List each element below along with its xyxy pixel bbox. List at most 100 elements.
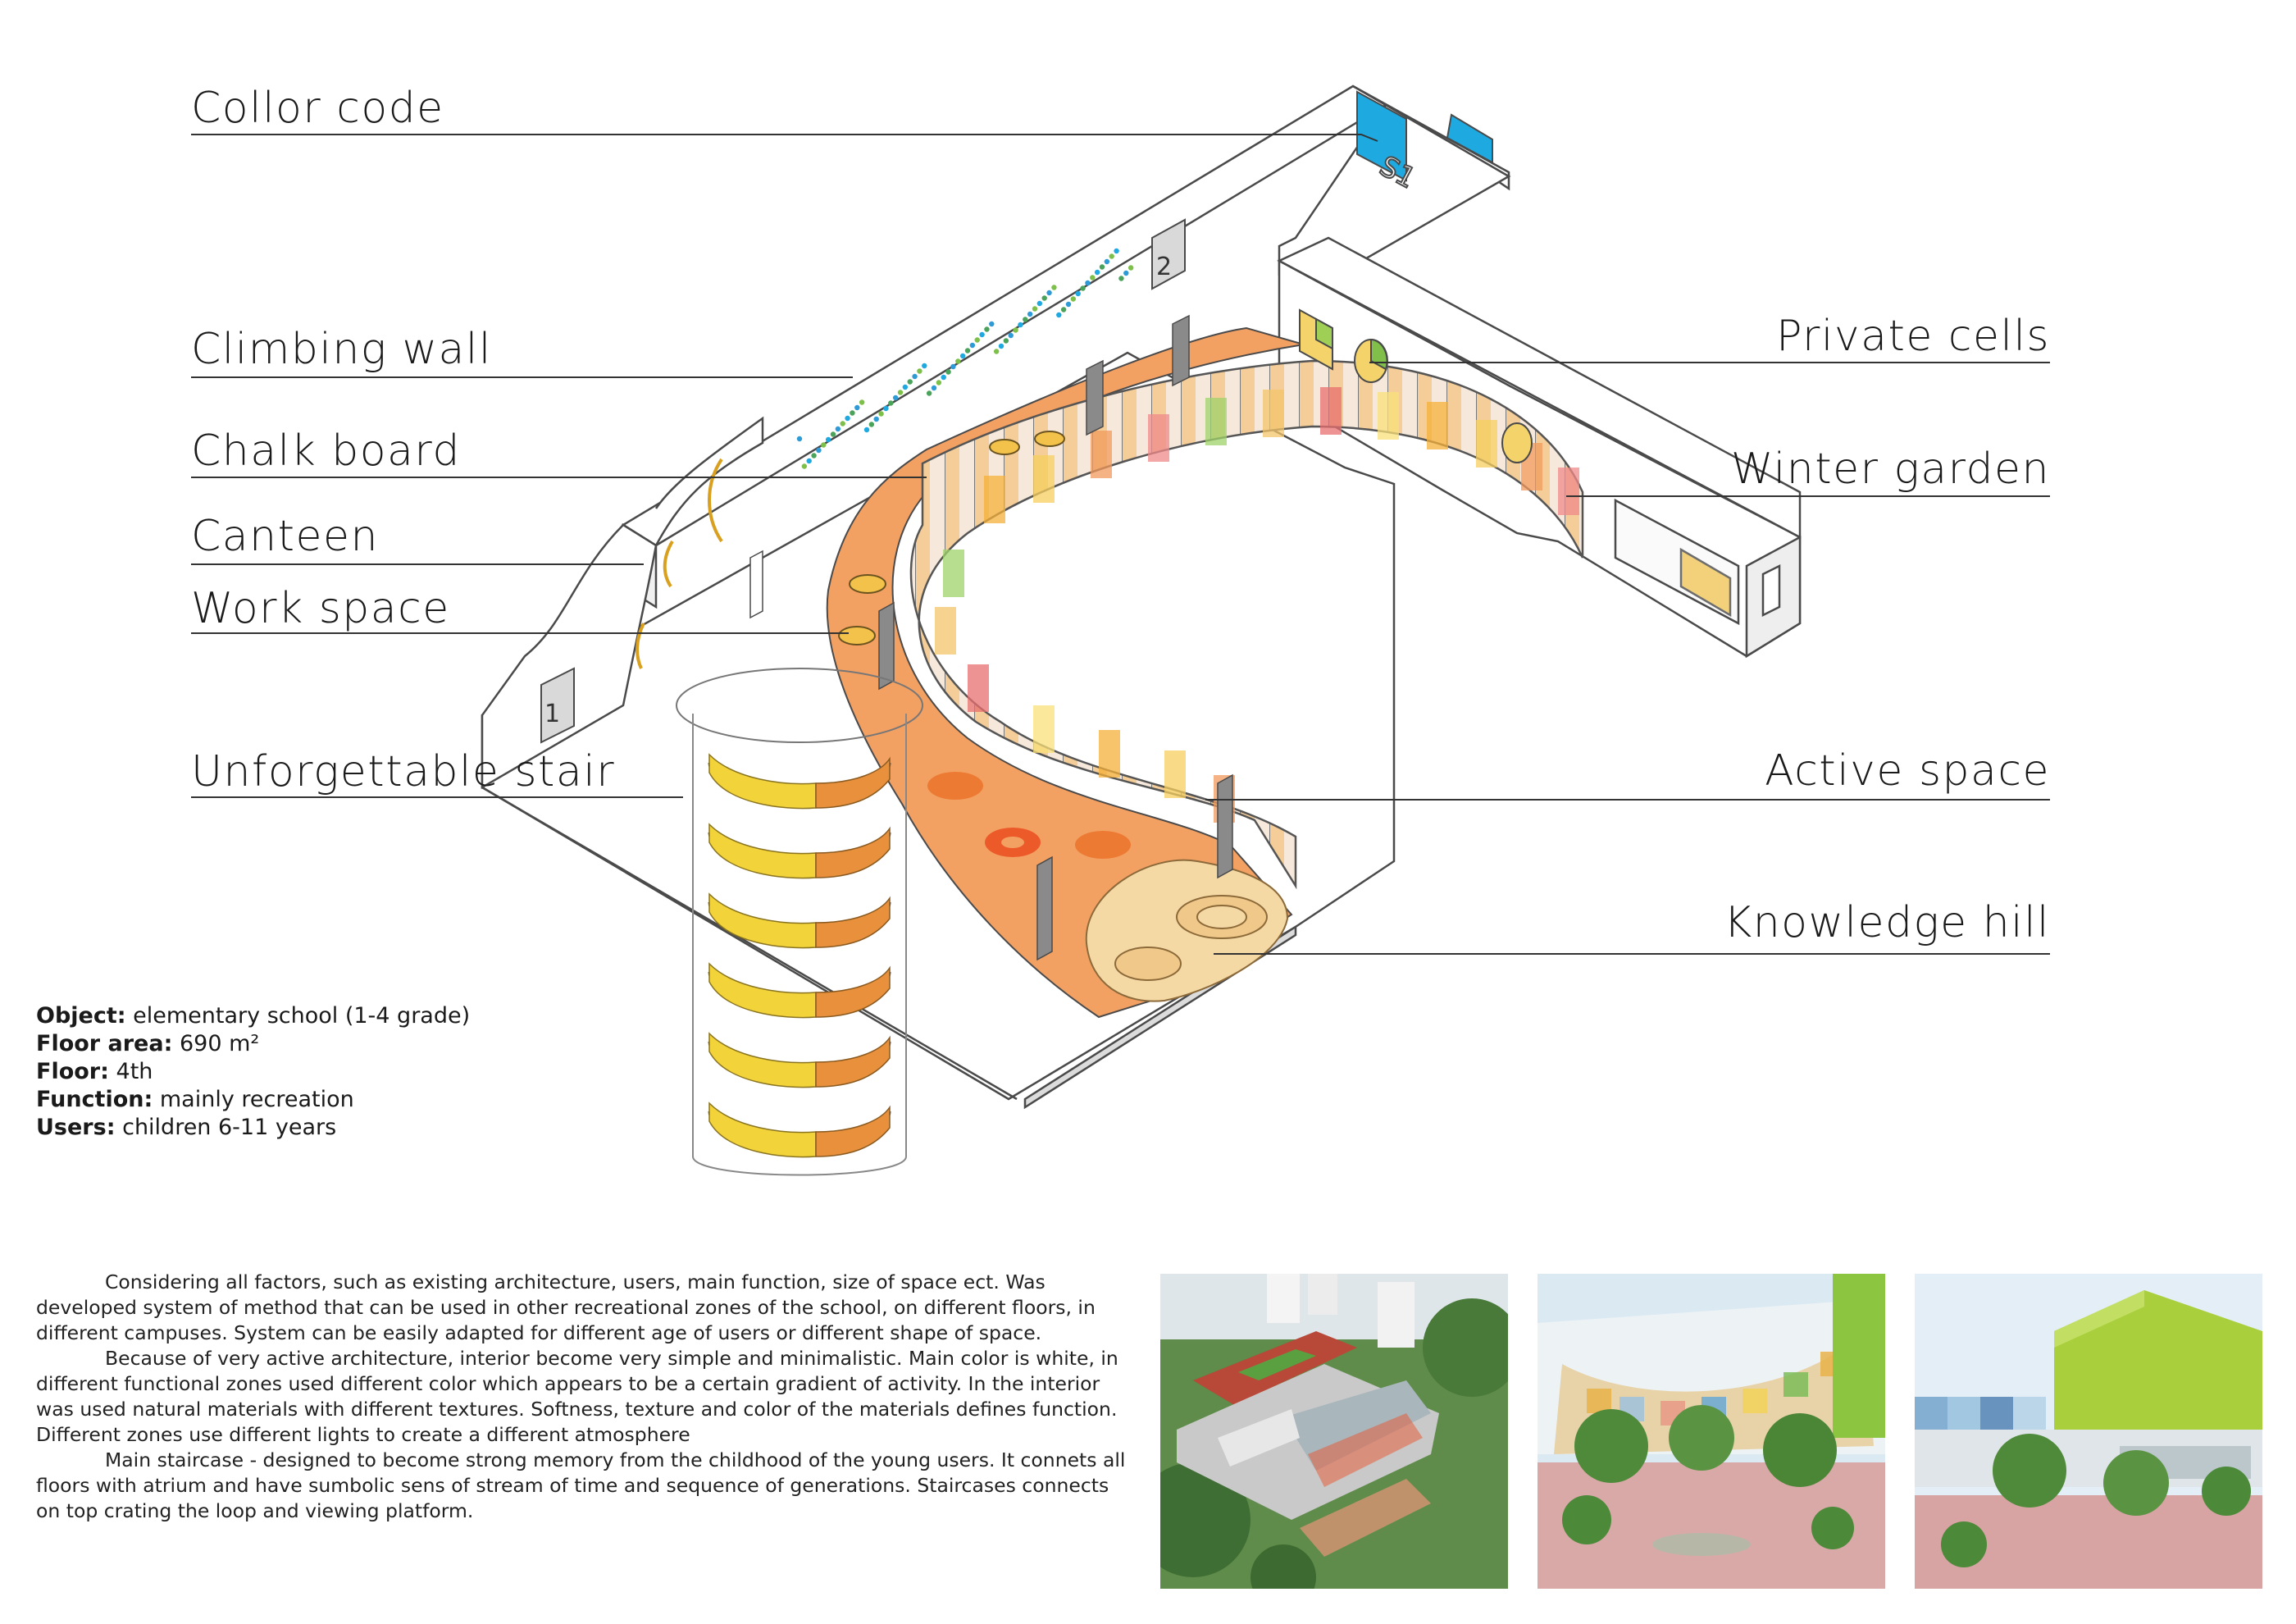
stair-tread bbox=[815, 1035, 891, 1088]
pillars bbox=[749, 314, 1233, 961]
label-canteen: Canteen bbox=[191, 512, 379, 561]
description-paragraph: Considering all factors, such as existin… bbox=[36, 1270, 1096, 1344]
climbing-hold bbox=[892, 395, 899, 401]
climbing-hold bbox=[1060, 307, 1067, 312]
info-row: Users: children 6-11 years bbox=[36, 1115, 337, 1140]
climbing-hold bbox=[945, 369, 951, 375]
door-2-mark: 2 bbox=[1156, 253, 1172, 281]
knowledge-hill-shape bbox=[1085, 859, 1289, 1002]
leader-lines bbox=[191, 134, 2050, 955]
climbing-hold bbox=[1109, 253, 1114, 259]
climbing-hold bbox=[868, 422, 875, 427]
door-2: 2 bbox=[1151, 218, 1186, 290]
climbing-hold bbox=[1008, 332, 1014, 339]
climbing-hold bbox=[840, 421, 845, 427]
climbing-hold bbox=[854, 404, 860, 411]
stair-tread bbox=[815, 1105, 891, 1157]
climbing-hold bbox=[1013, 327, 1018, 333]
climbing-hold bbox=[1056, 312, 1062, 318]
climbing-hold bbox=[974, 337, 980, 343]
courtyard-render bbox=[1538, 1274, 1885, 1589]
glass-curtain bbox=[909, 359, 1584, 890]
climbing-hold bbox=[873, 416, 879, 422]
stair-tread bbox=[815, 826, 891, 878]
climbing-hold bbox=[1123, 270, 1129, 276]
climbing-hold bbox=[859, 399, 865, 405]
description-paragraph: Main staircase - designed to become stro… bbox=[36, 1448, 1126, 1522]
aerial-render bbox=[1160, 1274, 1508, 1589]
climbing-hold bbox=[959, 353, 966, 359]
door-1: 1 bbox=[540, 667, 575, 744]
climbing-hold bbox=[1041, 295, 1047, 301]
glass-panel bbox=[943, 550, 964, 597]
climbing-hold bbox=[993, 349, 1000, 354]
climbing-hold bbox=[1051, 285, 1057, 290]
climbing-hold bbox=[922, 363, 927, 369]
climbing-hold bbox=[1032, 306, 1038, 312]
stair-cylinder bbox=[692, 714, 907, 1176]
info-row: Object: elementary school (1-4 grade) bbox=[36, 1003, 471, 1029]
spiral-stair bbox=[676, 668, 923, 1176]
climbing-hold bbox=[989, 321, 995, 327]
climbing-hold bbox=[1104, 258, 1110, 265]
climbing-hold bbox=[835, 426, 841, 432]
label-work-space: Work space bbox=[191, 584, 450, 633]
climbing-hold bbox=[845, 415, 850, 422]
climbing-hold bbox=[1075, 290, 1081, 297]
climbing-hold bbox=[816, 447, 822, 454]
label-chalk-board: Chalk board bbox=[191, 427, 461, 476]
glass-panel bbox=[1164, 750, 1186, 798]
climbing-hold bbox=[979, 331, 985, 338]
climbing-hold bbox=[931, 385, 937, 391]
climbing-hold bbox=[998, 343, 1004, 349]
label-unforgettable-stair: Unforgettable stair bbox=[191, 747, 616, 796]
climbing-hold bbox=[926, 390, 932, 396]
description-paragraph: Because of very active architecture, int… bbox=[36, 1347, 1118, 1446]
climbing-hold bbox=[850, 410, 855, 416]
climbing-hold bbox=[984, 326, 990, 332]
climbing-hold bbox=[907, 379, 913, 385]
climbing-hold bbox=[941, 374, 946, 381]
stair-flight bbox=[708, 1102, 817, 1158]
orange-floor bbox=[826, 326, 1305, 1019]
glass-panel bbox=[1091, 431, 1112, 478]
glass-panel bbox=[1033, 705, 1055, 753]
facade-render bbox=[1915, 1274, 2262, 1589]
climbing-hold bbox=[1046, 290, 1052, 296]
glass-panel bbox=[1476, 420, 1497, 468]
description-text: Considering all factors, such as existin… bbox=[36, 1270, 1127, 1524]
stair-tread bbox=[815, 896, 891, 948]
glass-panel bbox=[1320, 387, 1342, 435]
climbing-hold bbox=[1080, 285, 1086, 291]
info-row: Floor: 4th bbox=[36, 1059, 153, 1084]
climbing-hold bbox=[863, 427, 870, 433]
climbing-holds bbox=[796, 248, 1134, 469]
climbing-hold bbox=[1023, 317, 1028, 322]
climbing-hold bbox=[1099, 264, 1105, 270]
climbing-hold bbox=[1128, 265, 1134, 271]
glass-panel bbox=[1558, 468, 1579, 515]
glass-panel bbox=[935, 607, 956, 655]
stair-tread bbox=[815, 756, 891, 809]
climbing-hold bbox=[1085, 280, 1091, 286]
label-private-cells: Private cells bbox=[1776, 312, 2050, 361]
label-climbing-wall: Climbing wall bbox=[191, 325, 492, 374]
glass-panel bbox=[984, 476, 1005, 523]
glass-panel bbox=[968, 664, 989, 712]
work-tables bbox=[838, 431, 1065, 645]
climbing-hold bbox=[1065, 301, 1072, 308]
climbing-hold bbox=[950, 363, 956, 370]
colour-panels bbox=[935, 387, 1579, 823]
project-info: Object: elementary school (1-4 grade) Fl… bbox=[36, 1002, 470, 1142]
label-winter-garden: Winter garden bbox=[1731, 445, 2050, 494]
climbing-hold bbox=[1094, 269, 1100, 276]
glass-panel bbox=[1427, 402, 1448, 449]
info-row: Function: mainly recreation bbox=[36, 1087, 354, 1112]
climbing-hold bbox=[969, 342, 976, 349]
climbing-hold bbox=[1018, 322, 1023, 328]
climbing-hold bbox=[955, 358, 961, 364]
door-1-mark: 1 bbox=[544, 700, 560, 728]
climbing-hold bbox=[1070, 296, 1077, 302]
climbing-hold bbox=[1027, 311, 1033, 317]
climbing-hold bbox=[917, 368, 922, 374]
